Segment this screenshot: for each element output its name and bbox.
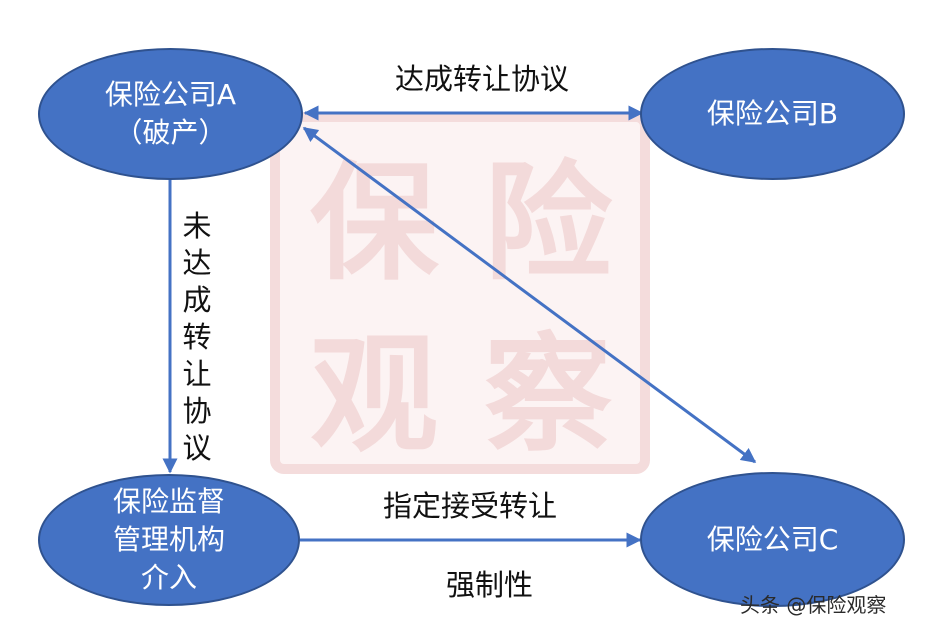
regulator-line-2: 管理机构	[112, 523, 225, 556]
node-company-c: 保险公司C	[640, 472, 905, 607]
label-designated-transfer: 指定接受转让	[383, 489, 558, 523]
node-company-b: 保险公司B	[640, 48, 905, 180]
company-a-name: 保险公司A	[104, 78, 237, 111]
node-company-a: 保险公司A （破产）	[38, 48, 303, 180]
label-agreement-reached: 达成转让协议	[395, 62, 570, 96]
regulator-line-1: 保险监督	[112, 485, 225, 518]
source-watermark: 头条 @保险观察	[740, 593, 887, 617]
label-agreement-not-reached: 未达成转让协议	[182, 209, 212, 465]
label-mandatory: 强制性	[446, 568, 534, 602]
arrow-a-c	[302, 126, 757, 464]
company-b-name: 保险公司B	[706, 97, 839, 130]
node-regulator: 保险监督 管理机构 介入	[38, 474, 300, 606]
company-c-name: 保险公司C	[706, 522, 839, 556]
regulator-line-3: 介入	[140, 561, 197, 594]
company-a-status: （破产）	[114, 116, 227, 149]
